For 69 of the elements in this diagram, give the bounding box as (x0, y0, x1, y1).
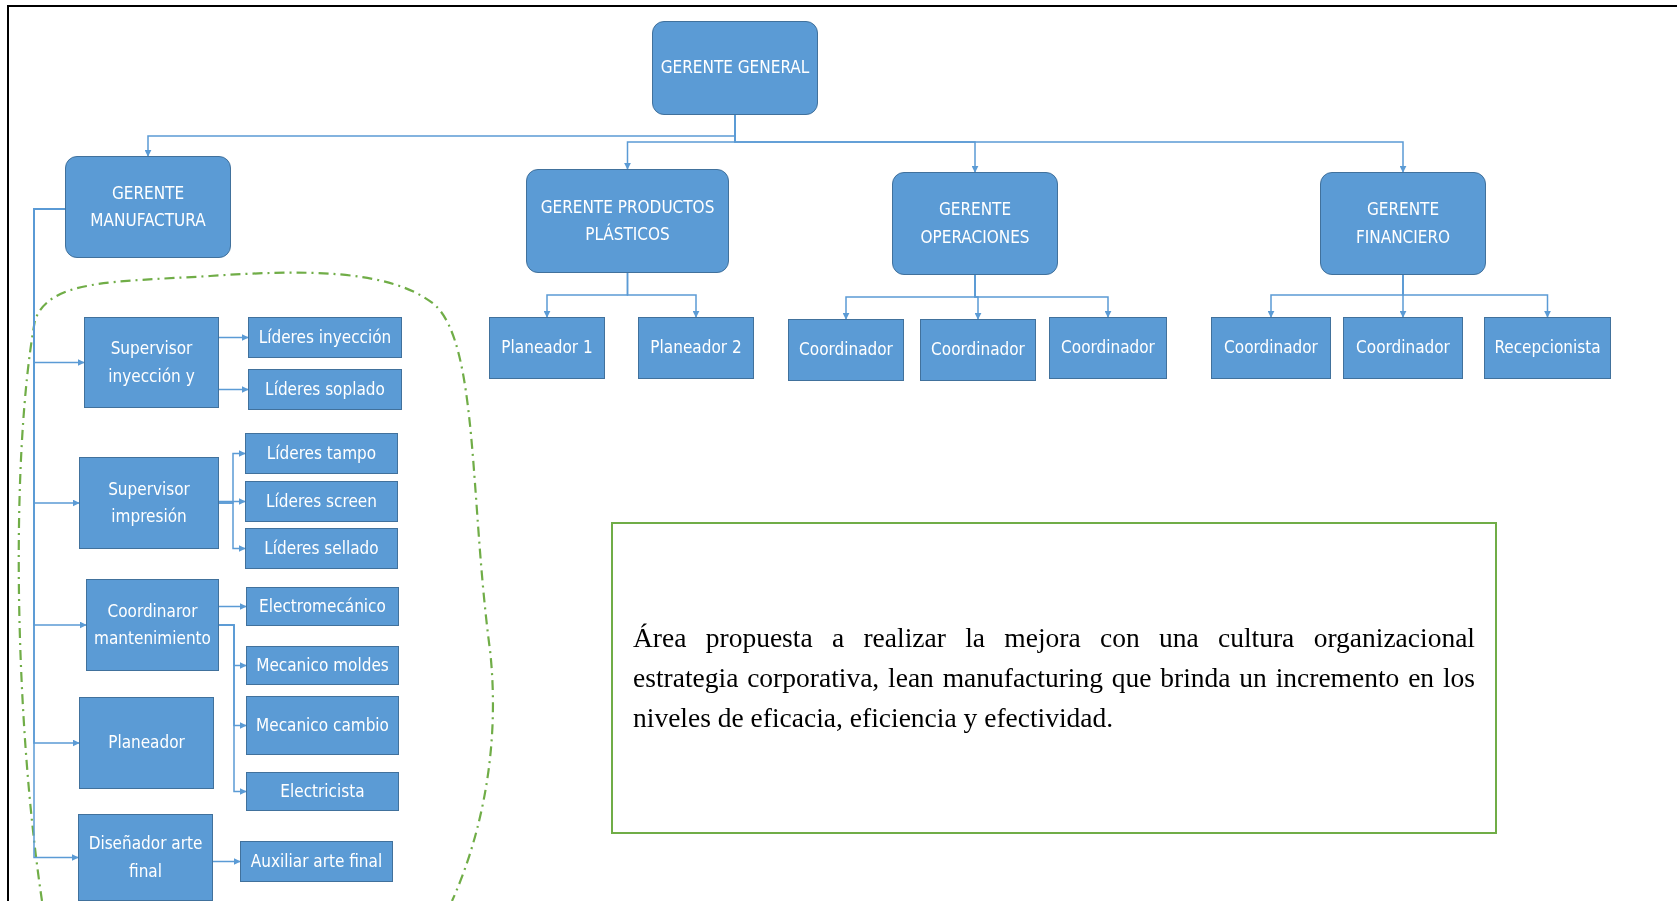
node-label: Líderes tampo (266, 441, 377, 465)
org-box (652, 21, 818, 115)
org-box (248, 317, 402, 358)
org-box (1343, 317, 1463, 379)
org-box (248, 369, 402, 410)
org-box (489, 317, 605, 379)
org-box (1211, 317, 1331, 379)
node-label: Diseñador arte final (87, 832, 204, 883)
org-box (892, 172, 1058, 275)
connector-arrow (218, 624, 247, 795)
org-box (79, 457, 219, 549)
org-box (245, 528, 398, 569)
org-box (526, 169, 729, 273)
org-box (1320, 172, 1486, 275)
node-label: GERENTE OPERACIONES (919, 198, 1031, 249)
node-label: Mecanico cambio (256, 713, 389, 737)
org-box (920, 319, 1036, 381)
node-label: Supervisor inyección y (107, 337, 196, 388)
org-box (86, 579, 219, 671)
org-box (240, 841, 393, 882)
node-label: Líderes soplado (265, 377, 385, 401)
connector-arrow (212, 858, 241, 865)
org-box (788, 319, 904, 381)
connector-arrow (974, 274, 1112, 318)
org-box (79, 697, 214, 789)
connector-arrow (218, 603, 247, 610)
connector-arrow (1402, 274, 1551, 318)
org-box (1484, 317, 1611, 379)
org-box (1049, 317, 1167, 379)
node-label: Coordinador (931, 338, 1025, 362)
org-box (84, 317, 219, 408)
connector-arrow (33, 208, 79, 861)
org-box (245, 481, 398, 522)
node-label: Auxiliar arte final (250, 849, 383, 873)
org-box (638, 317, 754, 379)
connector-arrow (218, 502, 246, 552)
connector-arrow (218, 386, 249, 393)
connector-arrow (218, 334, 249, 341)
org-box (78, 814, 213, 901)
node-label: Electricista (280, 779, 365, 803)
node-label: Líderes inyección (258, 325, 392, 349)
node-label: Planeador 1 (501, 336, 593, 360)
org-box (65, 156, 231, 258)
node-label: Líderes screen (266, 489, 377, 513)
org-box (246, 772, 399, 811)
node-label: Coordinador (1224, 336, 1318, 360)
node-label: Supervisor impresión (107, 477, 191, 528)
node-label: Planeador (108, 731, 185, 755)
node-label: Coordinador (1356, 336, 1450, 360)
node-label: Coordinador (799, 338, 893, 362)
node-label: GERENTE FINANCIERO (1354, 198, 1452, 249)
node-label: Recepcionista (1494, 336, 1601, 360)
connector-arrow (218, 498, 246, 505)
node-label: GERENTE MANUFACTURA (89, 181, 207, 232)
note-box (611, 522, 1497, 834)
node-label: Mecanico moldes (256, 653, 389, 677)
node-label: Coordinaror mantenimiento (93, 599, 212, 650)
org-box (246, 646, 399, 685)
node-label: Coordinador (1061, 336, 1155, 360)
org-box (245, 433, 398, 474)
org-box (246, 696, 399, 755)
node-label: GERENTE GENERAL (660, 56, 810, 80)
node-label: GERENTE PRODUCTOS PLÁSTICOS (539, 195, 716, 246)
node-label: Líderes sellado (264, 536, 379, 560)
node-label: Electromecánico (259, 594, 386, 618)
org-box (246, 587, 399, 626)
node-label: Planeador 2 (650, 336, 742, 360)
note-text: Área propuesta a realizar la mejora con una cultura organizacional estrategia corporativa, lean manufacturing que brinda un incremento en los niveles de eficacia, eficiencia y efectividad. (633, 621, 1475, 735)
connector-arrow (626, 272, 700, 318)
